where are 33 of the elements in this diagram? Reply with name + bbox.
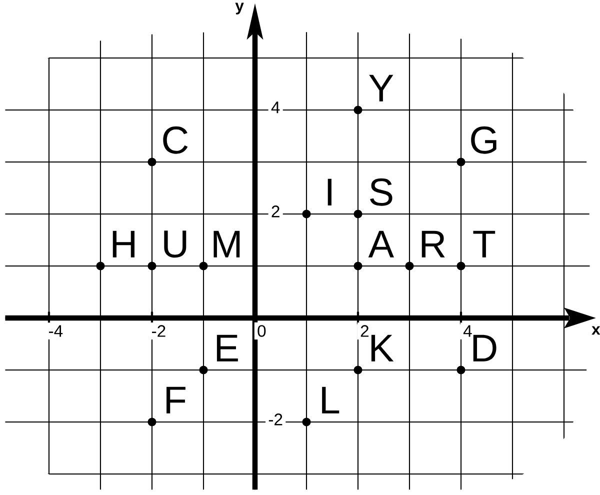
tick-label: -2 (148, 322, 169, 340)
point-label: E (216, 334, 238, 362)
point-label: R (422, 230, 445, 258)
tick-label: 0 (254, 322, 269, 340)
point-label: H (112, 230, 134, 258)
tick-label: 2 (268, 202, 283, 220)
x-tick-label: 2 (360, 325, 369, 337)
axis-label: y (235, 2, 244, 14)
point-label: C (163, 126, 188, 154)
point-label: G (471, 126, 496, 154)
point-label: K (371, 334, 394, 362)
x-tick-label: 0 (258, 325, 266, 337)
axis-label: x (592, 326, 600, 335)
tick-label: 4 (268, 99, 283, 116)
point-label: S (370, 178, 392, 206)
tick-label: -4 (46, 322, 66, 340)
x-tick-label: 4 (463, 325, 472, 337)
point-label: A (368, 230, 394, 258)
tick-label: 2 (357, 322, 372, 340)
tick-label: -2 (266, 410, 286, 428)
y-tick-label: 2 (272, 206, 280, 218)
y-tick-label: 4 (271, 102, 280, 114)
point-label: M (214, 230, 240, 258)
x-tick-label: -2 (152, 325, 166, 337)
point-label: F (166, 386, 186, 414)
point-label: L (322, 386, 340, 414)
y-tick-label: -2 (268, 414, 282, 426)
point-label: U (164, 230, 186, 258)
point-label: D (473, 334, 496, 362)
point-label: T (473, 230, 496, 258)
point-label: Y (369, 74, 394, 102)
point-label: I (328, 178, 332, 206)
x-tick-label: -4 (49, 325, 63, 337)
